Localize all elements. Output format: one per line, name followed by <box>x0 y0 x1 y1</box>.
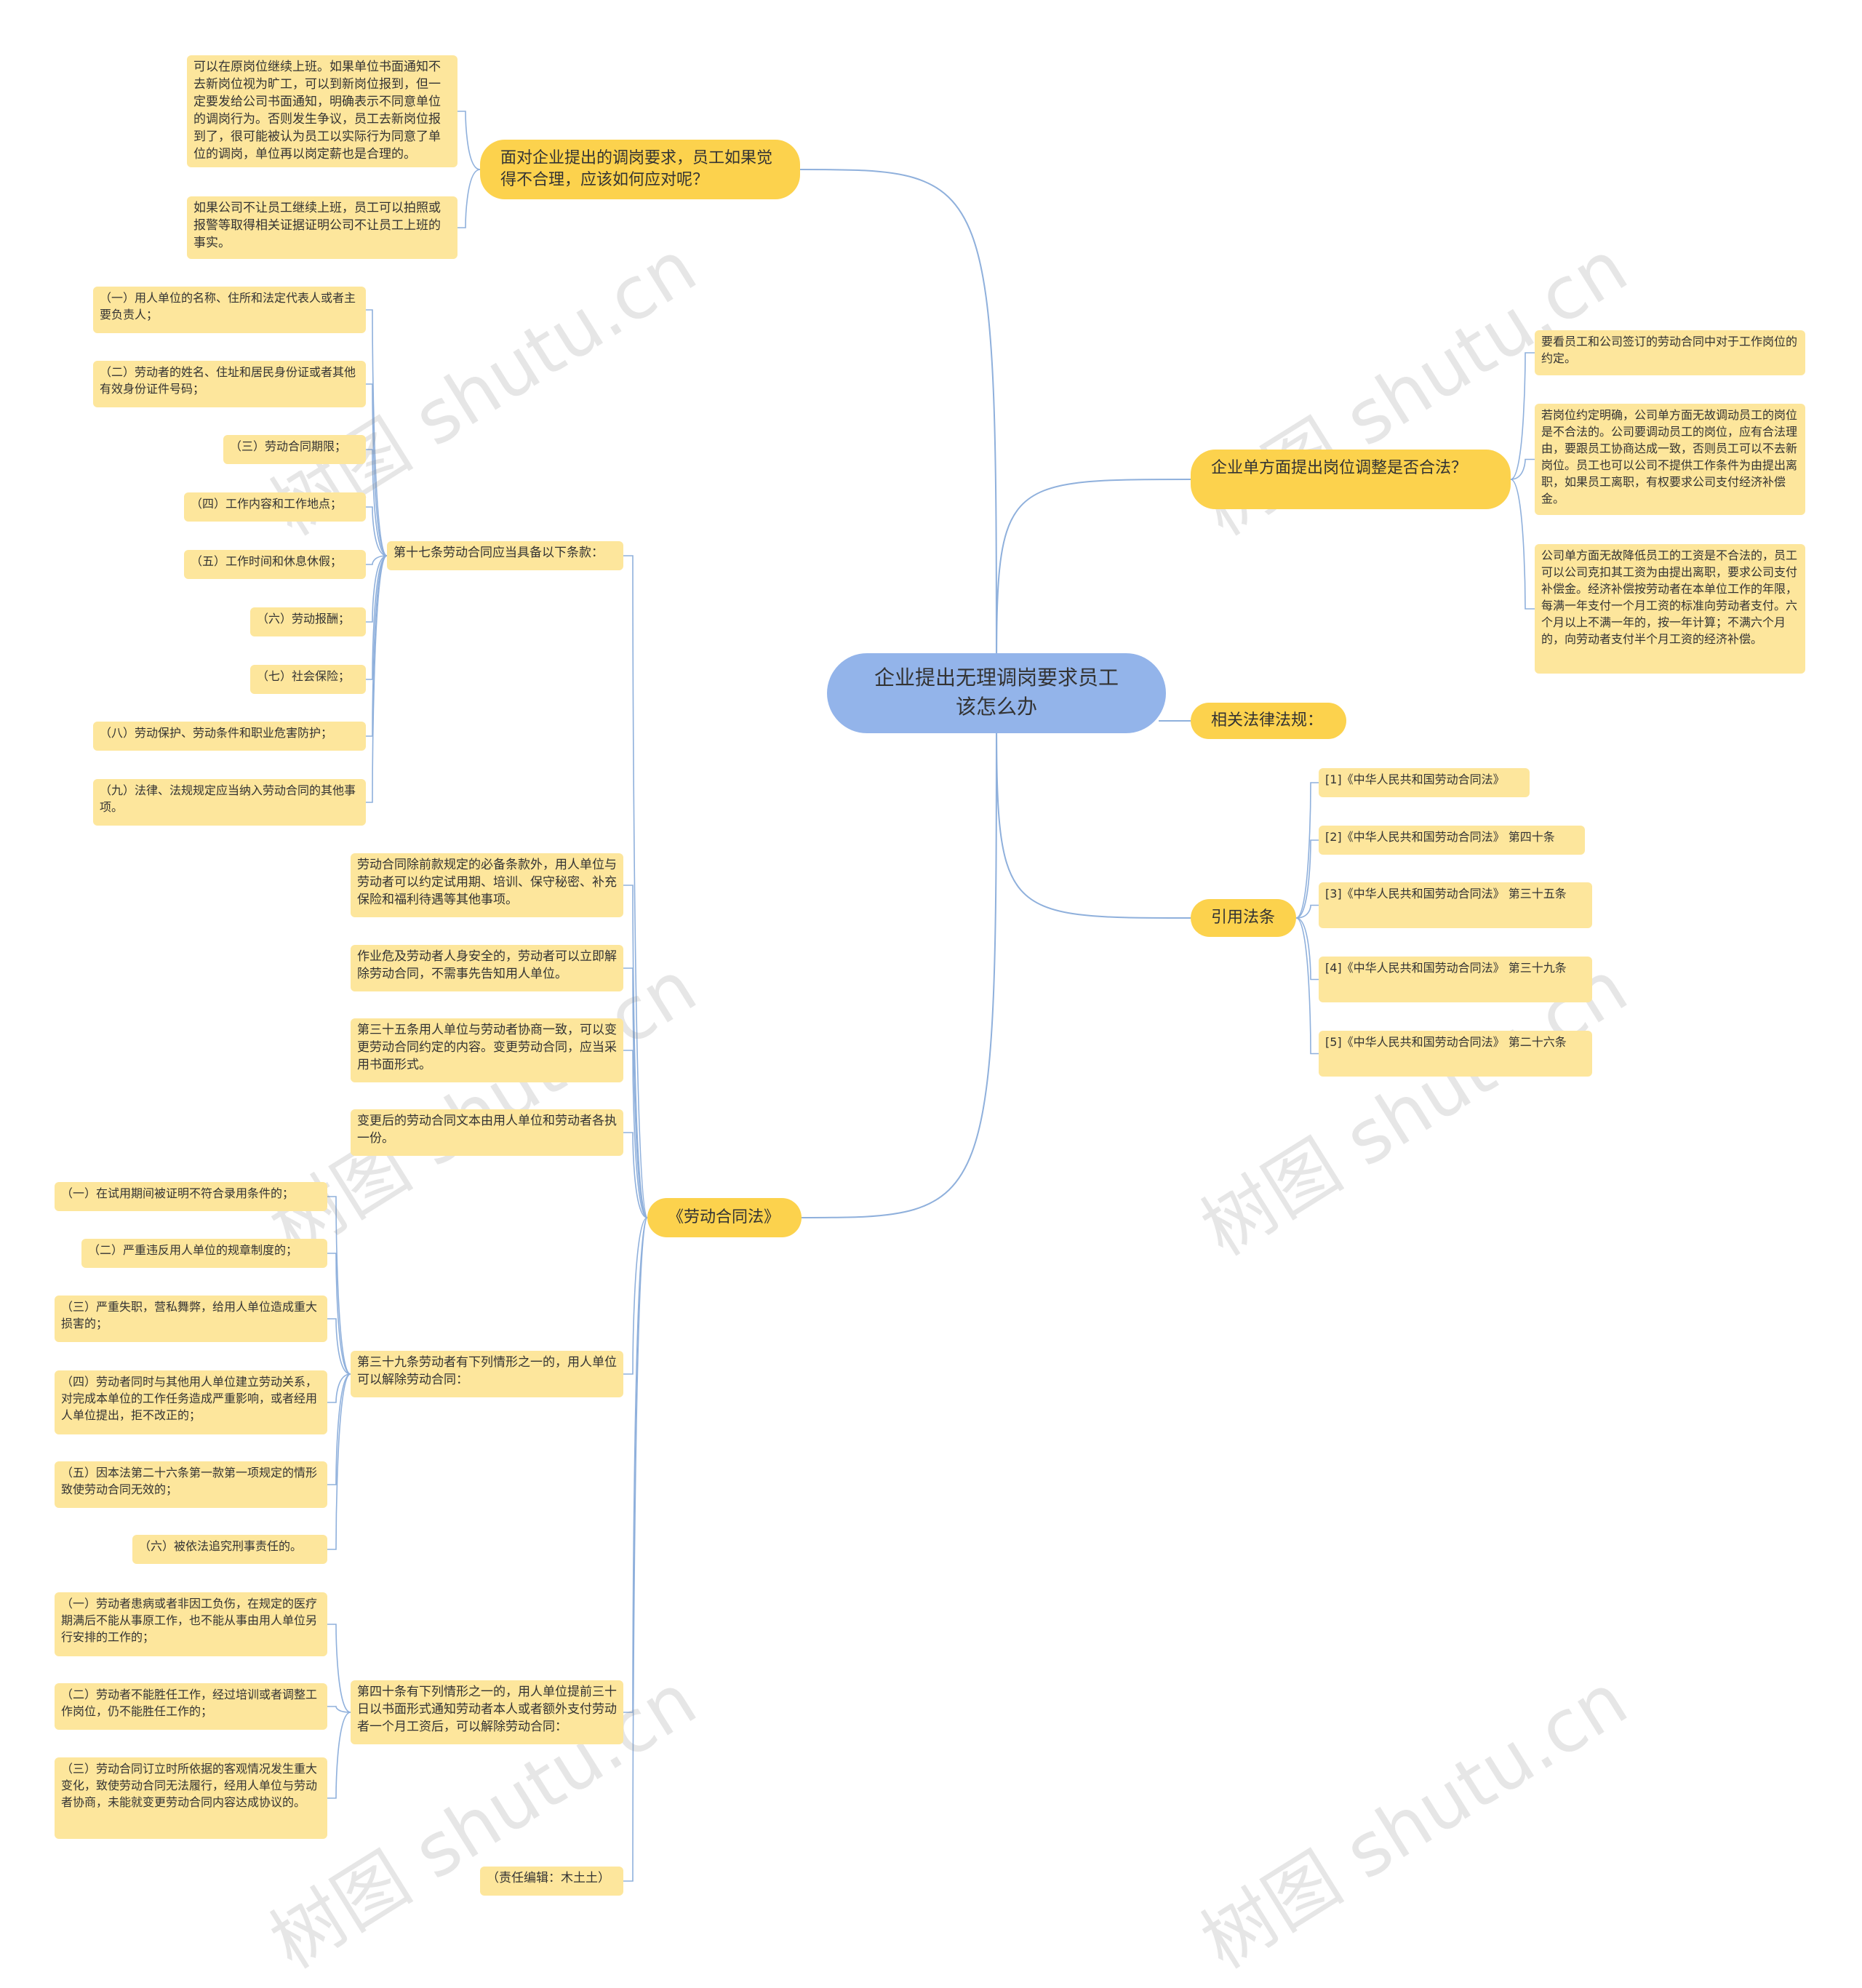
connector-line <box>327 1196 351 1375</box>
connector-line <box>366 555 388 803</box>
law-paragraph[interactable]: 变更后的劳动合同文本由用人单位和劳动者各执一份。 <box>351 1109 623 1156</box>
connector-line <box>623 885 648 1218</box>
connector-line <box>623 1050 648 1218</box>
article-17-item[interactable]: （一）用人单位的名称、住所和法定代表人或者主要负责人； <box>93 287 366 333</box>
branch-is-legal[interactable]: 企业单方面提出岗位调整是否合法？ <box>1191 450 1511 509</box>
connector-line <box>366 555 388 565</box>
connector-line <box>1295 904 1319 919</box>
editor-note[interactable]: （责任编辑：木土土） <box>480 1867 623 1896</box>
connector-line <box>327 1373 351 1485</box>
leaf-node[interactable]: 公司单方面无故降低员工的工资是不合法的，员工可以公司克扣其工资为由提出离职，要求… <box>1535 544 1805 674</box>
citation-item[interactable]: [3]《中华人民共和国劳动合同法》 第三十五条 <box>1319 882 1592 928</box>
article-17-item[interactable]: （八）劳动保护、劳动条件和职业危害防护； <box>93 722 366 751</box>
article-17-item[interactable]: （七）社会保险； <box>250 665 366 694</box>
connector-line <box>623 1217 648 1882</box>
connector-line <box>366 449 388 556</box>
article-39-item[interactable]: （四）劳动者同时与其他用人单位建立劳动关系，对完成本单位的工作任务造成严重影响，… <box>55 1370 327 1434</box>
connector-line <box>366 383 388 556</box>
branch-how-to-respond[interactable]: 面对企业提出的调岗要求，员工如果觉得不合理，应该如何应对呢？ <box>480 140 800 199</box>
leaf-node[interactable]: 要看员工和公司签订的劳动合同中对于工作岗位的约定。 <box>1535 330 1805 375</box>
article-17[interactable]: 第十七条劳动合同应当具备以下条款： <box>387 541 623 570</box>
connector-line <box>623 1217 648 1375</box>
connector-line <box>799 169 997 694</box>
article-40-item[interactable]: （三）劳动合同订立时所依据的客观情况发生重大变化，致使劳动合同无法履行，经用人单… <box>55 1757 327 1839</box>
citation-item[interactable]: [2]《中华人民共和国劳动合同法》 第四十条 <box>1319 826 1585 855</box>
connector-line <box>366 555 388 737</box>
connector-line <box>1510 352 1535 480</box>
connector-line <box>327 1706 351 1713</box>
article-17-item[interactable]: （六）劳动报酬； <box>250 607 366 636</box>
article-39[interactable]: 第三十九条劳动者有下列情形之一的，用人单位可以解除劳动合同： <box>351 1351 623 1397</box>
branch-related-laws[interactable]: 相关法律法规： <box>1191 703 1346 739</box>
leaf-node[interactable]: 可以在原岗位继续上班。如果单位书面通知不去新岗位视为旷工，可以到新岗位报到，但一… <box>187 55 457 167</box>
law-paragraph[interactable]: 作业危及劳动者人身安全的，劳动者可以立即解除劳动合同，不需事先告知用人单位。 <box>351 945 623 991</box>
connector-line <box>996 479 1191 694</box>
connector-line <box>457 111 481 170</box>
article-40[interactable]: 第四十条有下列情形之一的，用人单位提前三十日以书面形式通知劳动者本人或者额外支付… <box>351 1680 623 1744</box>
article-39-item[interactable]: （一）在试用期间被证明不符合录用条件的； <box>55 1182 327 1211</box>
connector-line <box>366 506 388 556</box>
citation-item[interactable]: [4]《中华人民共和国劳动合同法》 第三十九条 <box>1319 957 1592 1002</box>
connector-line <box>1295 782 1319 919</box>
article-40-item[interactable]: （一）劳动者患病或者非因工负伤，在规定的医疗期满后不能从事原工作，也不能从事由用… <box>55 1592 327 1656</box>
root-topic[interactable]: 企业提出无理调岗要求员工该怎么办 <box>827 653 1166 733</box>
leaf-node[interactable]: 若岗位约定明确，公司单方面无故调动员工的岗位是不合法的。公司要调动员工的岗位，应… <box>1535 404 1805 515</box>
article-40-item[interactable]: （二）劳动者不能胜任工作，经过培训或者调整工作岗位，仍不能胜任工作的； <box>55 1683 327 1730</box>
article-17-item[interactable]: （九）法律、法规规定应当纳入劳动合同的其他事项。 <box>93 779 366 826</box>
connector-line <box>327 1373 351 1550</box>
connector-line <box>366 555 388 680</box>
connector-line <box>327 1373 351 1403</box>
connector-line <box>327 1624 351 1713</box>
connector-line <box>1510 458 1535 480</box>
citation-item[interactable]: [5]《中华人民共和国劳动合同法》 第二十六条 <box>1319 1031 1592 1077</box>
article-17-item[interactable]: （四）工作内容和工作地点； <box>184 492 366 522</box>
law-paragraph[interactable]: 第三十五条用人单位与劳动者协商一致，可以变更劳动合同约定的内容。变更劳动合同，应… <box>351 1018 623 1082</box>
article-39-item[interactable]: （五）因本法第二十六条第一款第一项规定的情形致使劳动合同无效的； <box>55 1461 327 1508</box>
connector-line <box>327 1318 351 1375</box>
article-39-item[interactable]: （三）严重失职，营私舞弊，给用人单位造成重大损害的； <box>55 1296 327 1342</box>
connector-line <box>1295 839 1319 919</box>
article-17-item[interactable]: （三）劳动合同期限； <box>223 435 366 464</box>
citation-item[interactable]: [1]《中华人民共和国劳动合同法》 <box>1319 768 1530 797</box>
connector-line <box>1510 479 1535 610</box>
connector-line <box>623 967 648 1218</box>
connector-line <box>327 1253 351 1375</box>
connector-line <box>366 309 388 556</box>
branch-cited-articles[interactable]: 引用法条 <box>1191 899 1296 937</box>
article-39-item[interactable]: （六）被依法追究刑事责任的。 <box>132 1535 327 1564</box>
connector-line <box>457 169 481 228</box>
connector-line <box>996 692 1191 919</box>
connector-line <box>623 1132 648 1218</box>
article-17-item[interactable]: （五）工作时间和休息休假； <box>184 550 366 579</box>
article-17-item[interactable]: （二）劳动者的姓名、住址和居民身份证或者其他有效身份证件号码； <box>93 361 366 407</box>
connector-line <box>366 555 388 623</box>
branch-labor-contract-law[interactable]: 《劳动合同法》 <box>647 1198 802 1237</box>
article-39-item[interactable]: （二）严重违反用人单位的规章制度的； <box>81 1239 327 1268</box>
connector-line <box>623 555 648 1218</box>
leaf-node[interactable]: 如果公司不让员工继续上班，员工可以拍照或报警等取得相关证据证明公司不让员工上班的… <box>187 196 457 259</box>
connector-line <box>1295 917 1319 981</box>
connector-line <box>327 1712 351 1799</box>
connector-line <box>1295 917 1319 1055</box>
law-paragraph[interactable]: 劳动合同除前款规定的必备条款外，用人单位与劳动者可以约定试用期、培训、保守秘密、… <box>351 853 623 917</box>
connector-line <box>801 692 997 1218</box>
